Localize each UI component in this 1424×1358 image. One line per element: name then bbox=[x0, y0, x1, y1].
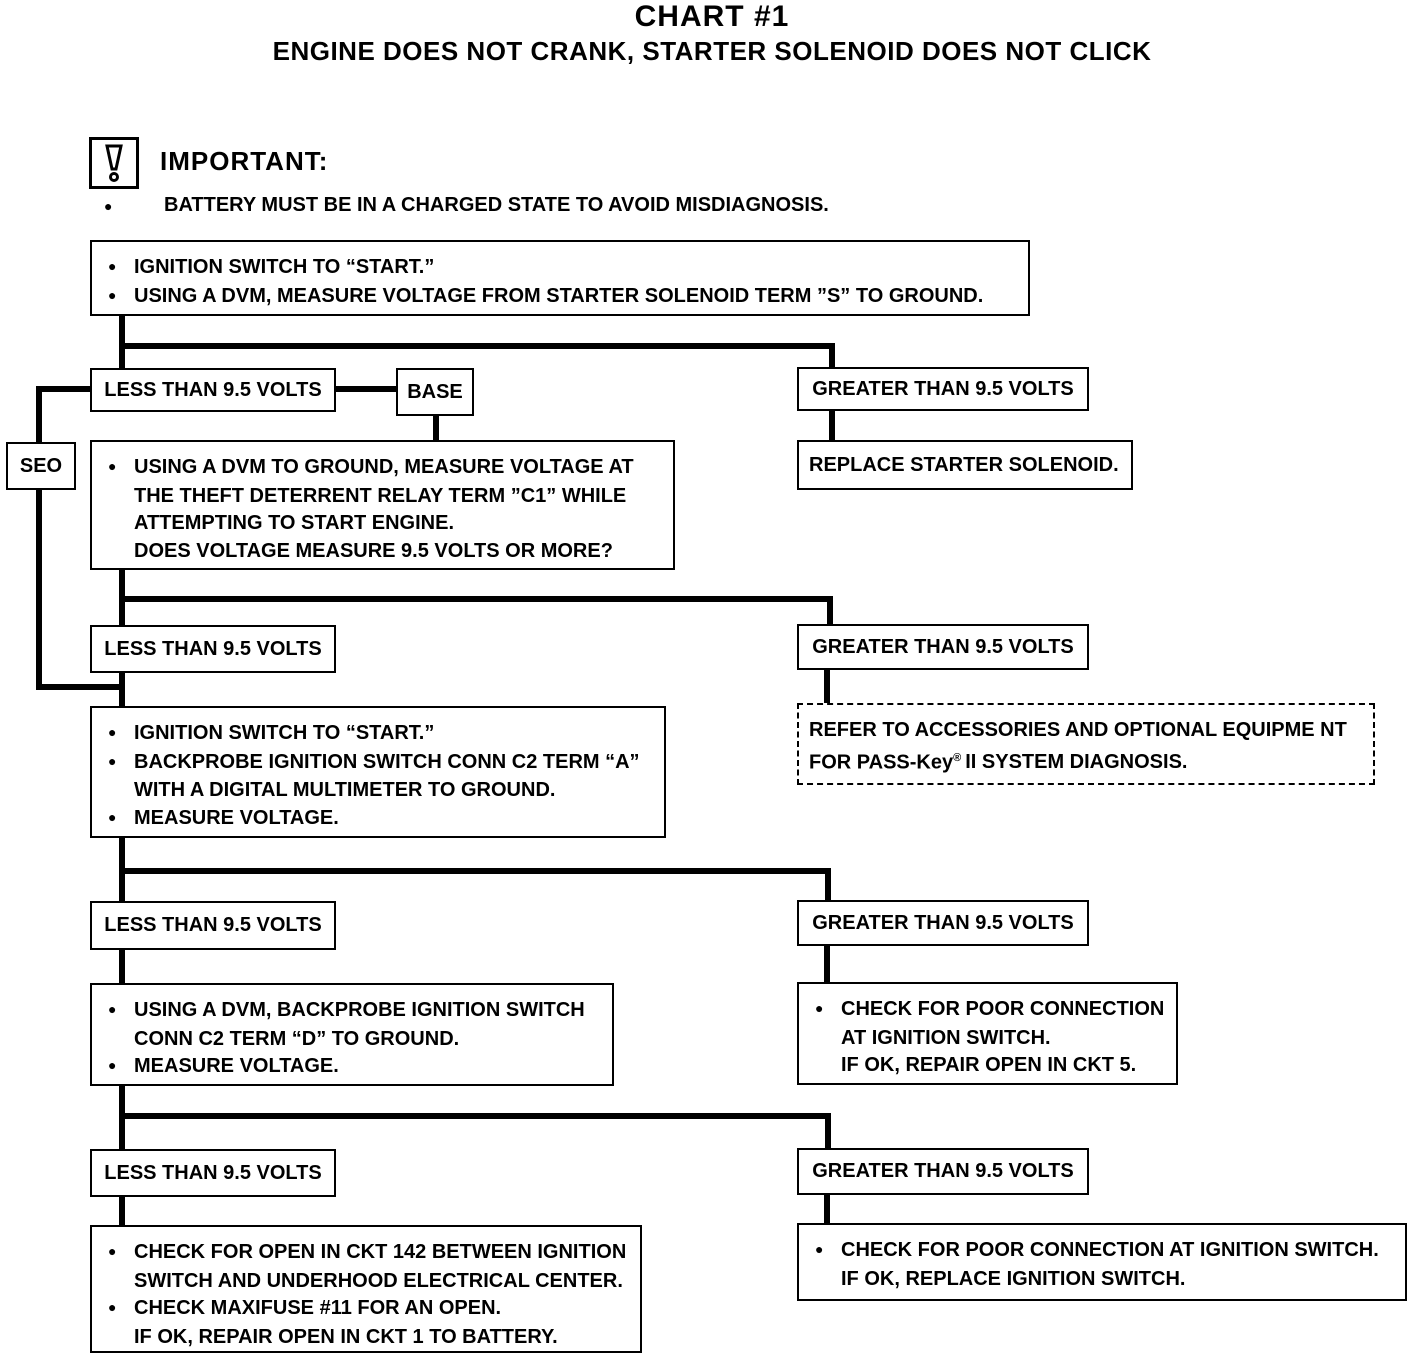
bullet bbox=[102, 997, 134, 1026]
connector bbox=[829, 410, 835, 441]
branch3-greater-label: GREATER THAN 9.5 VOLTS bbox=[797, 900, 1089, 946]
bullet bbox=[809, 996, 841, 1025]
replace-solenoid-box: REPLACE STARTER SOLENOID. bbox=[797, 440, 1133, 490]
step3-line2: BACKPROBE IGNITION SWITCH CONN C2 TERM “… bbox=[134, 750, 640, 773]
connector bbox=[119, 948, 125, 984]
connector bbox=[825, 868, 831, 902]
step1-line2: USING A DVM, MEASURE VOLTAGE FROM STARTE… bbox=[134, 284, 984, 307]
exclamation-glyph bbox=[105, 144, 123, 182]
important-label: IMPORTANT: bbox=[160, 146, 329, 176]
refer-box: REFER TO ACCESSORIES AND OPTIONAL EQUIPM… bbox=[797, 703, 1375, 785]
branch4-less-label: LESS THAN 9.5 VOLTS bbox=[90, 1149, 336, 1197]
branch1-less-label: LESS THAN 9.5 VOLTS bbox=[90, 368, 336, 412]
important-note: BATTERY MUST BE IN A CHARGED STATE TO AV… bbox=[104, 194, 829, 217]
step4-line3: MEASURE VOLTAGE. bbox=[134, 1055, 339, 1077]
step3-box: IGNITION SWITCH TO “START.” BACKPROBE IG… bbox=[90, 706, 666, 838]
final-left-line3: CHECK MAXIFUSE #11 FOR AN OPEN. bbox=[134, 1297, 502, 1319]
connector bbox=[36, 684, 125, 690]
bullet bbox=[102, 749, 134, 778]
connector bbox=[36, 488, 42, 690]
connector bbox=[824, 668, 830, 704]
final-left-line1: CHECK FOR OPEN IN CKT 142 BETWEEN IGNITI… bbox=[134, 1241, 627, 1263]
branch3-less-label: LESS THAN 9.5 VOLTS bbox=[90, 901, 336, 950]
bullet bbox=[809, 1237, 841, 1266]
refer-line2b: II SYSTEM DIAGNOSIS. bbox=[965, 751, 1188, 774]
check-poor-conn-line2: AT IGNITION SWITCH. bbox=[841, 1026, 1051, 1049]
bullet bbox=[102, 454, 134, 483]
connector bbox=[119, 868, 831, 874]
connector bbox=[119, 671, 125, 708]
step4-line1: USING A DVM, BACKPROBE IGNITION SWITCH bbox=[134, 999, 585, 1021]
connector bbox=[36, 386, 92, 392]
final-right-box: CHECK FOR POOR CONNECTION AT IGNITION SW… bbox=[797, 1223, 1407, 1301]
bullet bbox=[102, 1239, 134, 1268]
connector bbox=[119, 316, 125, 368]
connector bbox=[334, 386, 398, 392]
step1-line1: IGNITION SWITCH TO “START.” bbox=[134, 256, 435, 278]
step3-line1: IGNITION SWITCH TO “START.” bbox=[134, 722, 435, 744]
connector bbox=[119, 596, 833, 602]
bullet bbox=[102, 254, 134, 283]
step3-line4: MEASURE VOLTAGE. bbox=[134, 806, 339, 829]
refer-line2: FOR PASS-Key®II SYSTEM DIAGNOSIS. bbox=[809, 745, 1363, 777]
important-note-text: BATTERY MUST BE IN A CHARGED STATE TO AV… bbox=[164, 194, 829, 216]
final-left-line2: SWITCH AND UNDERHOOD ELECTRICAL CENTER. bbox=[134, 1269, 623, 1292]
branch2-greater-label: GREATER THAN 9.5 VOLTS bbox=[797, 624, 1089, 670]
step2-line2: THE THEFT DETERRENT RELAY TERM ”C1” WHIL… bbox=[134, 484, 627, 507]
bullet bbox=[104, 194, 164, 217]
connector bbox=[827, 596, 833, 626]
connector bbox=[433, 414, 439, 441]
chart-title: CHART #1 bbox=[634, 0, 790, 33]
bullet bbox=[102, 1053, 134, 1082]
bullet bbox=[102, 1295, 134, 1324]
branch4-greater-label: GREATER THAN 9.5 VOLTS bbox=[797, 1148, 1089, 1195]
step4-line2: CONN C2 TERM “D” TO GROUND. bbox=[134, 1027, 460, 1050]
final-left-box: CHECK FOR OPEN IN CKT 142 BETWEEN IGNITI… bbox=[90, 1225, 642, 1353]
step2-line3: ATTEMPTING TO START ENGINE. bbox=[134, 512, 454, 534]
check-poor-connection-box: CHECK FOR POOR CONNECTION AT IGNITION SW… bbox=[797, 982, 1178, 1085]
bullet bbox=[102, 283, 134, 312]
connector bbox=[119, 1195, 125, 1227]
branch2-less-label: LESS THAN 9.5 VOLTS bbox=[90, 625, 336, 673]
chart-subtitle: ENGINE DOES NOT CRANK, STARTER SOLENOID … bbox=[272, 36, 1152, 66]
final-left-line4: IF OK, REPAIR OPEN IN CKT 1 TO BATTERY. bbox=[134, 1325, 558, 1348]
connector bbox=[119, 1113, 831, 1119]
step2-line1: USING A DVM TO GROUND, MEASURE VOLTAGE A… bbox=[134, 456, 634, 478]
branch1-seo-label: SEO bbox=[6, 442, 76, 490]
connector bbox=[824, 944, 830, 984]
step1-box: IGNITION SWITCH TO “START.” USING A DVM,… bbox=[90, 240, 1030, 316]
connector bbox=[119, 343, 835, 349]
check-poor-conn-line1: CHECK FOR POOR CONNECTION bbox=[841, 998, 1165, 1020]
registered-mark: ® bbox=[953, 751, 962, 764]
bullet bbox=[102, 720, 134, 749]
step3-line3: WITH A DIGITAL MULTIMETER TO GROUND. bbox=[134, 779, 556, 801]
connector bbox=[829, 343, 835, 369]
connector bbox=[36, 386, 42, 442]
connector bbox=[825, 1113, 831, 1150]
connector bbox=[824, 1193, 830, 1224]
final-right-line1: CHECK FOR POOR CONNECTION AT IGNITION SW… bbox=[841, 1239, 1379, 1261]
step2-line4: DOES VOLTAGE MEASURE 9.5 VOLTS OR MORE? bbox=[134, 539, 613, 562]
step2-box: USING A DVM TO GROUND, MEASURE VOLTAGE A… bbox=[90, 440, 675, 570]
check-poor-conn-line3: IF OK, REPAIR OPEN IN CKT 5. bbox=[841, 1054, 1137, 1076]
refer-line1: REFER TO ACCESSORIES AND OPTIONAL EQUIPM… bbox=[809, 719, 1347, 741]
bullet bbox=[102, 805, 134, 834]
branch1-greater-label: GREATER THAN 9.5 VOLTS bbox=[797, 367, 1089, 411]
refer-line2a: FOR PASS-Key bbox=[809, 751, 954, 774]
exclamation-icon bbox=[89, 137, 139, 189]
final-right-line2: IF OK, REPLACE IGNITION SWITCH. bbox=[841, 1267, 1186, 1290]
branch1-base-label: BASE bbox=[396, 368, 474, 416]
step4-box: USING A DVM, BACKPROBE IGNITION SWITCH C… bbox=[90, 983, 614, 1086]
